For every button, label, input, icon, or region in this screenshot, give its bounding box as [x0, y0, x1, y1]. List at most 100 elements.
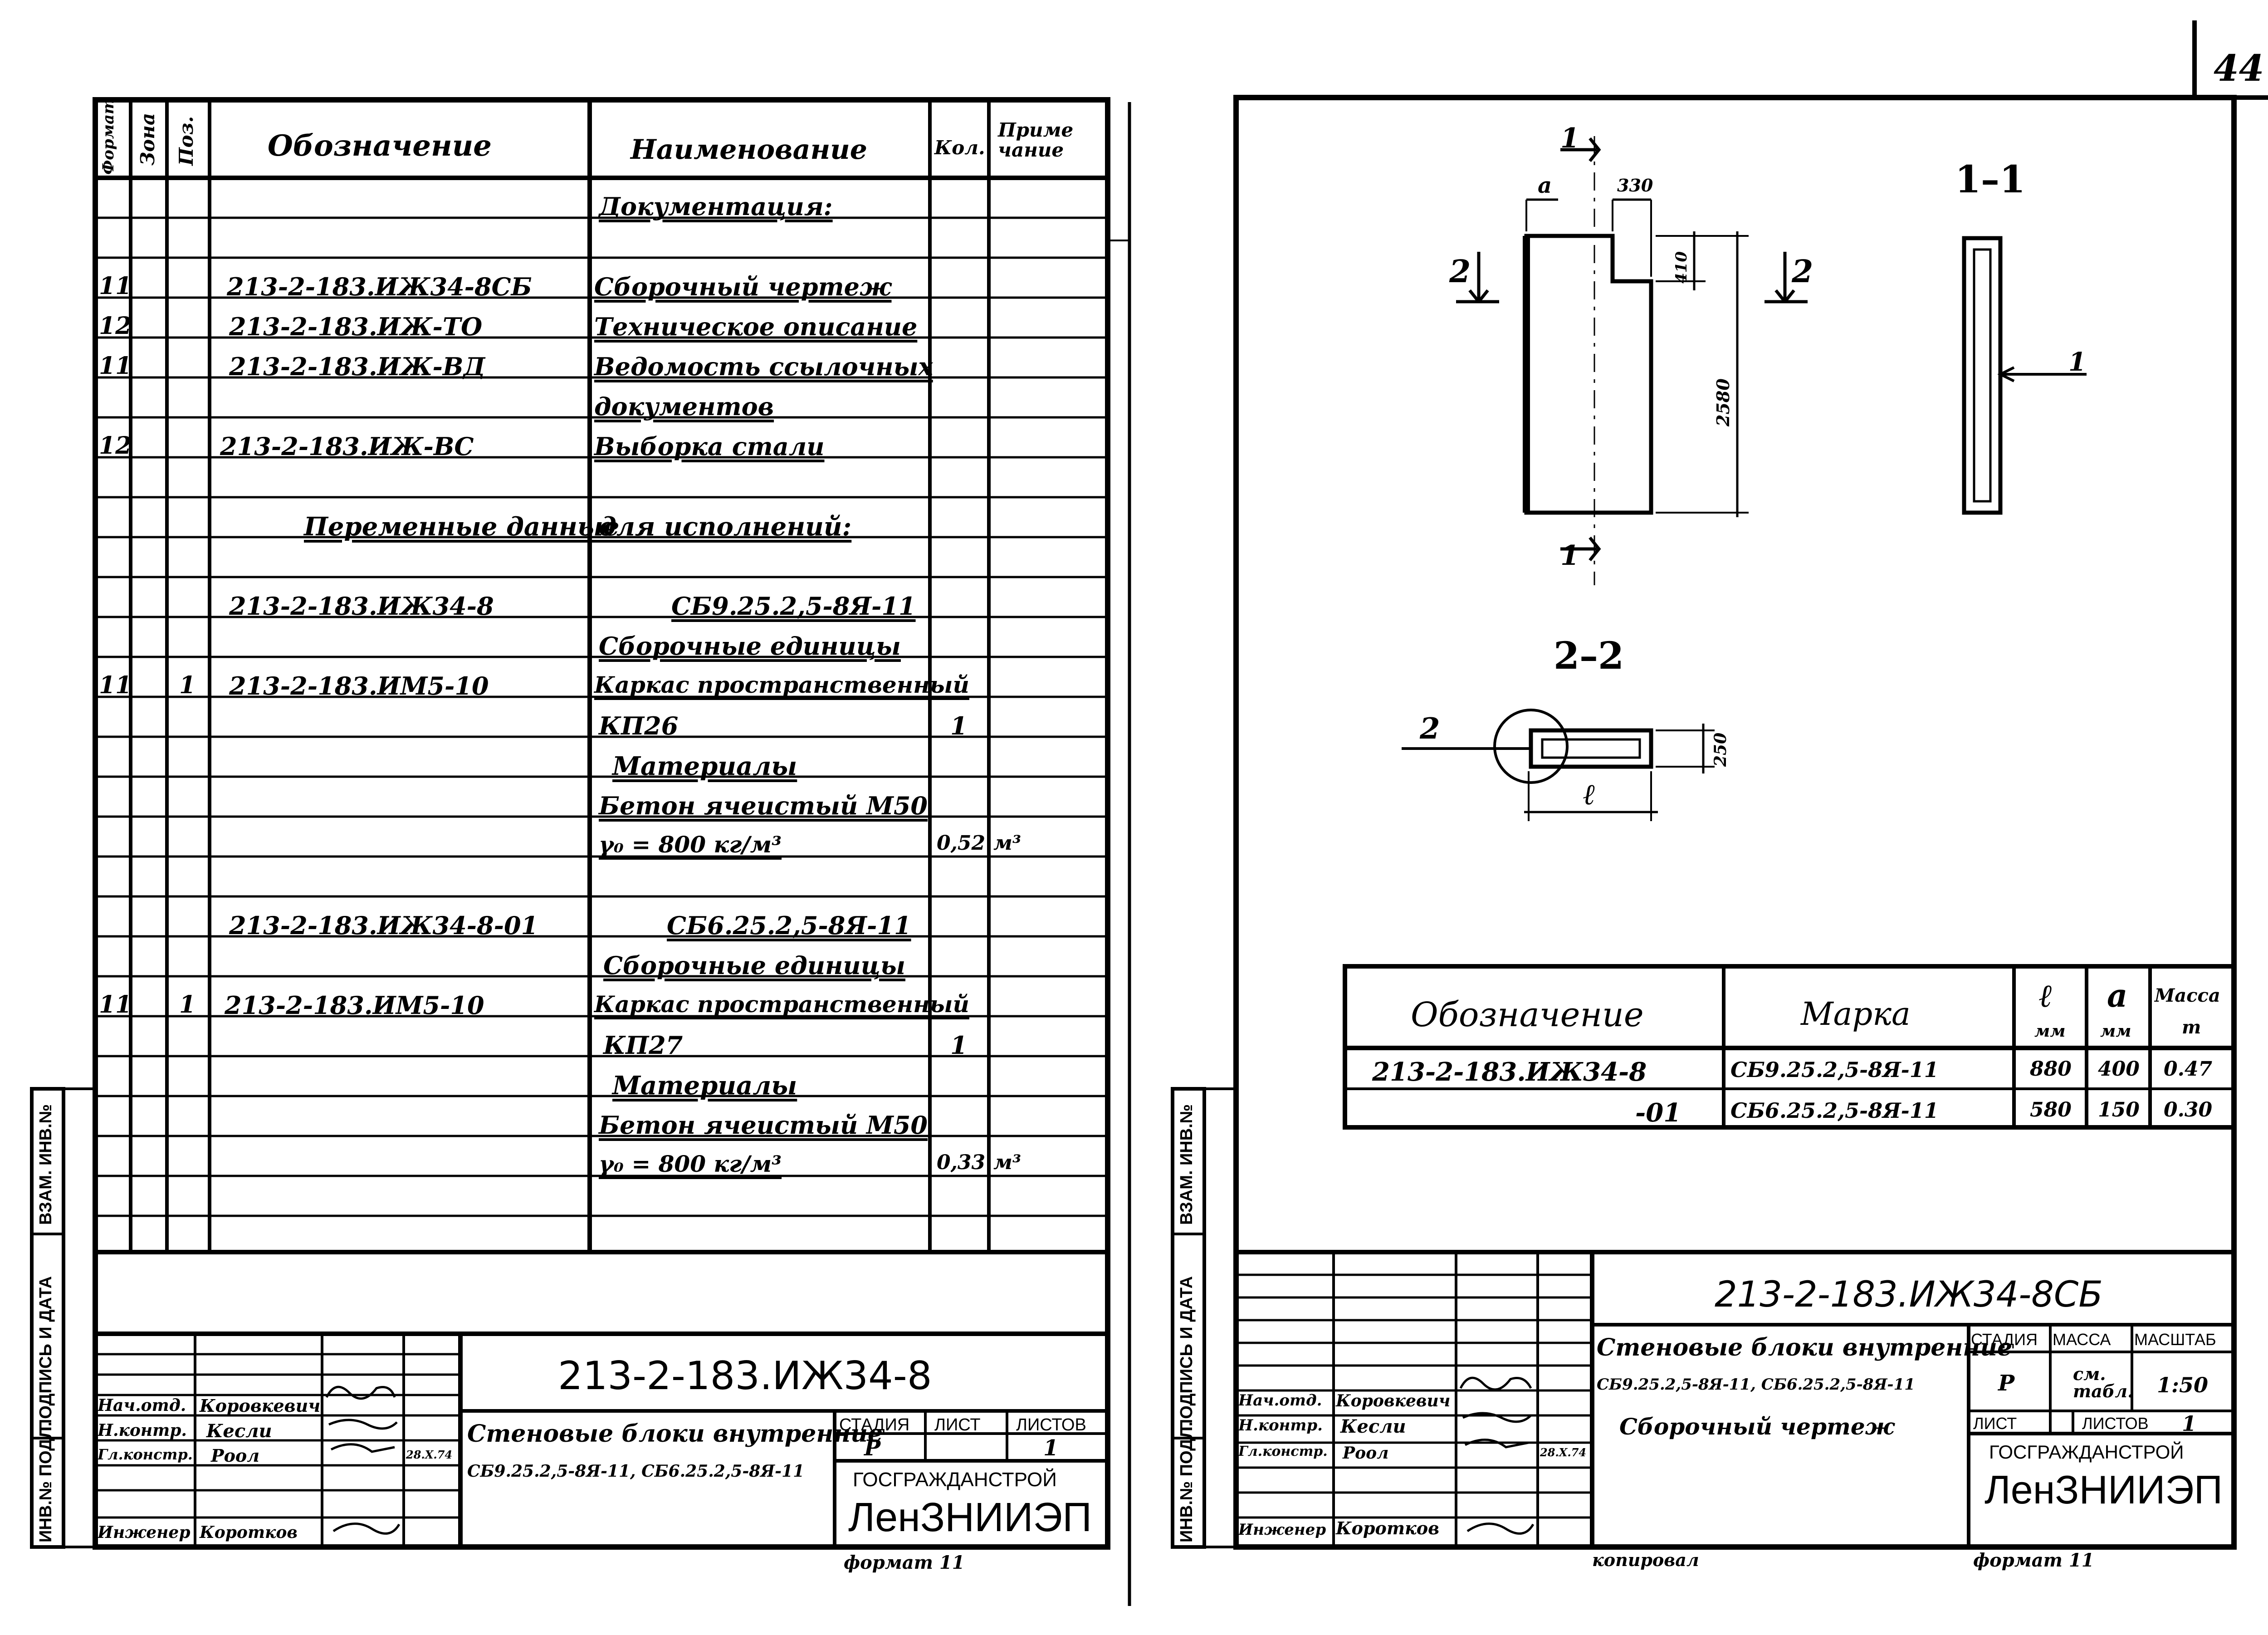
spec-format: 11: [99, 671, 132, 699]
role-label: Нач.отд.: [98, 1396, 186, 1415]
table-header-l-unit: мм: [2034, 1022, 2066, 1041]
dim-l: ℓ: [1583, 778, 1596, 812]
org-line1: ГОСГРАЖДАНСТРОЙ: [853, 1469, 1057, 1491]
header-format: Формат: [99, 98, 117, 175]
stage-label: СТАДИЯ: [839, 1415, 910, 1434]
description-line2: СБ9.25.2,5-8Я-11, СБ6.25.2,5-8Я-11: [467, 1462, 805, 1481]
person-name: Роол: [1343, 1444, 1389, 1463]
section-2-2: [1402, 709, 1715, 821]
spec-designation: 213-2-183.ИЖ34-8-01: [229, 911, 538, 940]
cut-mark-label: 2: [1420, 712, 1440, 746]
cut-mark-label: 1: [1560, 540, 1579, 572]
spec-row-lines: [95, 216, 1108, 1217]
spec-note: м³: [993, 1151, 1022, 1174]
spec-name: СБ6.25.2,5-8Я-11: [667, 911, 911, 940]
copied-note: копировал: [1592, 1550, 1699, 1570]
stamp-podpis: ПОДПИСЬ И ДАТА: [1177, 1276, 1196, 1431]
sheet-label: ЛИСТ: [1973, 1414, 2017, 1433]
role-label: Инженер: [98, 1523, 191, 1542]
spec-designation: 213-2-183.ИЖ-ВС: [220, 432, 474, 461]
dim-a: a: [1538, 173, 1552, 198]
table-a: 150: [2098, 1098, 2140, 1121]
table-l: 580: [2030, 1098, 2072, 1121]
table-header-a-unit: мм: [2100, 1022, 2131, 1041]
dim-330: 330: [1617, 175, 1653, 196]
format-note: формат 11: [844, 1552, 965, 1573]
sheets-value: 1: [1043, 1435, 1059, 1461]
stamp-podpis: ПОДПИСЬ И ДАТА: [36, 1276, 55, 1431]
sign-date: 28.Х.74: [1540, 1446, 1587, 1459]
spec-subsection: Сборочные единицы: [599, 631, 901, 661]
person-name: Коровкевич: [200, 1395, 321, 1416]
dim-250: 250: [1711, 732, 1730, 767]
spec-section-title: для исполнений:: [599, 512, 852, 542]
header-qty: Кол.: [934, 137, 985, 159]
document-code: 213-2-183.ИЖ34-8: [558, 1353, 932, 1399]
spec-name: Бетон ячеистый М50: [599, 1111, 928, 1140]
table-l: 880: [2030, 1057, 2072, 1081]
header-zone: Зона: [137, 113, 159, 166]
scale-value: 1:50: [2157, 1373, 2209, 1397]
description-line1: Стеновые блоки внутренние: [1597, 1334, 2013, 1361]
header-name: Наименование: [631, 134, 867, 166]
spec-name: СБ9.25.2,5-8Я-11: [671, 592, 916, 621]
spec-name: документов: [594, 392, 774, 421]
spec-name: γ₀ = 800 кг/м³: [599, 831, 782, 858]
role-label: Нач.отд.: [1238, 1391, 1322, 1410]
person-name: Кесли: [1340, 1416, 1406, 1437]
mass-value: см. табл.: [2073, 1364, 2134, 1401]
spec-name: Бетон ячеистый М50: [599, 791, 928, 820]
spec-name: КП27: [603, 1031, 683, 1060]
spec-name: Каркас пространственный: [594, 991, 969, 1018]
spec-note: м³: [993, 832, 1022, 855]
header-note: Приме чание: [998, 119, 1074, 162]
org-line2: ЛенЗНИИЭП: [848, 1495, 1092, 1540]
sheets-label: ЛИСТОВ: [1016, 1415, 1086, 1434]
dim-410: 410: [1672, 251, 1691, 284]
person-name: Кесли: [206, 1420, 272, 1442]
description-line1: Стеновые блоки внутренние: [467, 1420, 883, 1448]
signature-marks: [1459, 1376, 1535, 1535]
stamp-vzam: ВЗАМ. ИНВ.№: [1177, 1104, 1196, 1225]
table-mass: 0.30: [2164, 1098, 2213, 1121]
sign-date: 28.Х.74: [406, 1448, 453, 1461]
format-note: формат 11: [1973, 1550, 2094, 1571]
spec-designation: 213-2-183.ИЖ-ТО: [229, 312, 483, 341]
spec-designation: 213-2-183.ИЖ34-8: [229, 592, 494, 621]
table-mark: СБ9.25.2,5-8Я-11: [1730, 1057, 1939, 1082]
table-mass: 0.47: [2164, 1057, 2213, 1081]
section-1-1: [1962, 236, 2087, 515]
spec-pos: 1: [179, 991, 196, 1018]
person-name: Коровкевич: [1336, 1391, 1451, 1410]
stamp-inv-podl: ИНВ.№ ПОДЛ.: [36, 1421, 55, 1542]
table-designation: -01: [1635, 1098, 1681, 1128]
scale-label: МАСШТАБ: [2134, 1330, 2216, 1349]
spec-designation: 213-2-183.ИМ5-10: [229, 671, 489, 700]
table-header-designation: Обозначение: [1411, 995, 1644, 1034]
spec-name: γ₀ = 800 кг/м³: [599, 1150, 782, 1177]
spec-qty: 1: [950, 711, 968, 740]
header-pos: Поз.: [175, 116, 197, 166]
spec-format: 11: [99, 272, 132, 300]
spec-name: Сборочный чертеж: [594, 272, 892, 301]
spec-name: КП26: [599, 711, 679, 740]
spec-subsection: Материалы: [612, 1071, 797, 1101]
spec-name: Техническое описание: [594, 312, 918, 341]
spec-name: Выборка стали: [594, 432, 825, 461]
cut-mark-label: 1: [1560, 122, 1579, 154]
role-label: Гл.констр.: [1238, 1444, 1328, 1459]
section-1-1-title: 1–1: [1955, 158, 2026, 201]
stage-value: Р: [864, 1435, 881, 1461]
spec-section-title: Переменные данные: [304, 512, 620, 542]
spec-name: Ведомость ссылочных: [594, 352, 933, 381]
spec-designation: 213-2-183.ИЖ34-8СБ: [227, 272, 532, 301]
spec-designation: 213-2-183.ИМ5-10: [225, 991, 484, 1020]
person-name: Коротков: [1336, 1518, 1440, 1538]
table-a: 400: [2098, 1057, 2140, 1081]
dim-2580: 2580: [1713, 378, 1733, 426]
section-2-2-title: 2–2: [1554, 634, 1624, 678]
stamp-inv-podl: ИНВ.№ ПОДЛ.: [1177, 1421, 1196, 1542]
table-header-mass: Масса: [2155, 985, 2220, 1006]
person-name: Коротков: [200, 1523, 298, 1542]
